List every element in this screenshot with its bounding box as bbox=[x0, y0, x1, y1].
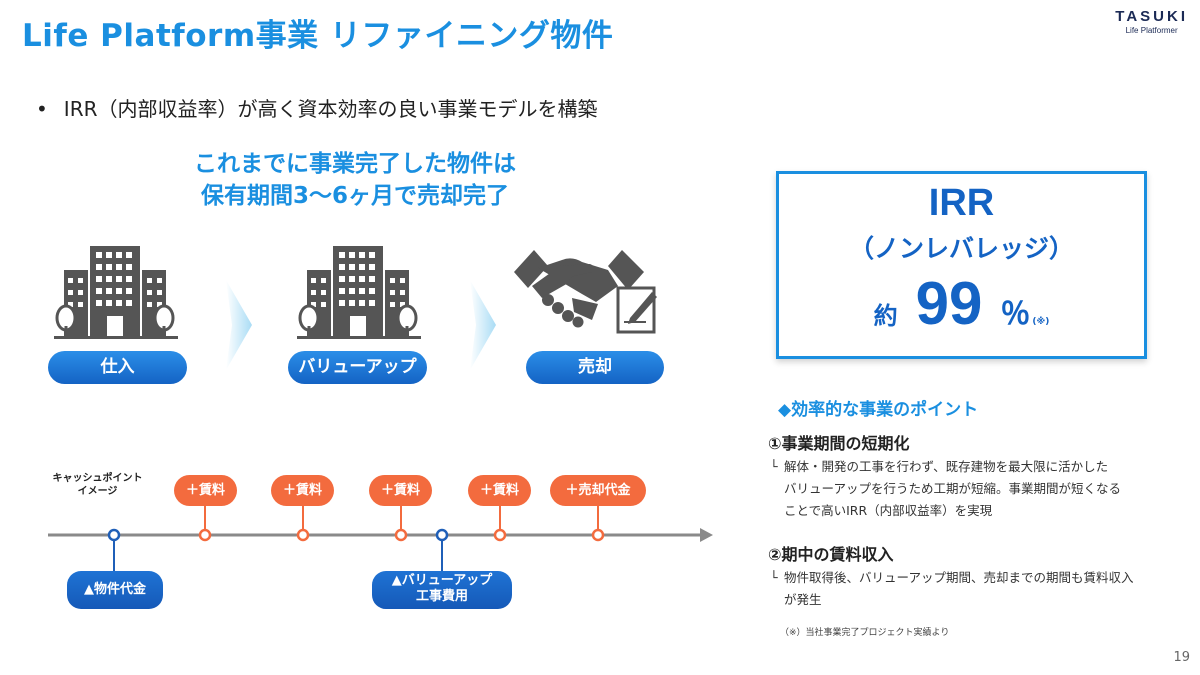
step-valueup-label: バリューアップ bbox=[288, 351, 427, 384]
cashflow-caption-line1: キャッシュポイント bbox=[52, 473, 143, 484]
income-rent-badge: ＋賃料 bbox=[468, 475, 531, 506]
step-sale-label: 売却 bbox=[526, 351, 664, 384]
income-rent-badge: ＋賃料 bbox=[369, 475, 432, 506]
income-rent-badge: ＋賃料 bbox=[271, 475, 334, 506]
income-sale-badge: ＋売却代金 bbox=[550, 475, 646, 506]
cost-purchase-badge: ▲物件代金 bbox=[67, 571, 163, 609]
building-icon bbox=[54, 246, 178, 339]
cost-point bbox=[107, 528, 121, 542]
point-1-title: ①事業期間の短期化 bbox=[768, 434, 910, 453]
point-1-line3: ことで高いIRR（内部収益率）を実現 bbox=[784, 503, 993, 518]
irr-note: (※) bbox=[1032, 317, 1050, 327]
irr-highlight-box: IRR （ノンレバレッジ） 約 99 ％(※) bbox=[776, 171, 1147, 359]
logo-main-text: TASUKI bbox=[1115, 8, 1188, 25]
cost-valueup-line1: ▲バリューアップ bbox=[391, 573, 493, 588]
point-1-body: └ 解体・開発の工事を行わず、既存建物を最大限に活かした バリューアップを行うため… bbox=[770, 456, 1121, 522]
chevron-right-icon bbox=[470, 280, 496, 370]
income-point bbox=[198, 528, 212, 542]
timeline-arrowhead bbox=[700, 528, 713, 542]
cost-point bbox=[435, 528, 449, 542]
point-1-line2: バリューアップを行うため工期が短縮。事業期間が短くなる bbox=[784, 481, 1122, 496]
headline-line1: これまでに事業完了した物件は bbox=[194, 151, 516, 177]
irr-value: 99 bbox=[915, 270, 983, 337]
cost-valueup-badge: ▲バリューアップ 工事費用 bbox=[372, 571, 512, 609]
page-number: 19 bbox=[1173, 650, 1190, 665]
income-point bbox=[296, 528, 310, 542]
cashflow-caption-line2: イメージ bbox=[77, 486, 118, 497]
income-rent-badge: ＋賃料 bbox=[174, 475, 237, 506]
income-point bbox=[493, 528, 507, 542]
bullet-point: • IRR（内部収益率）が高く資本効率の良い事業モデルを構築 bbox=[36, 93, 598, 122]
irr-subtitle: （ノンレバレッジ） bbox=[848, 234, 1074, 263]
irr-value-row: 約 99 ％(※) bbox=[779, 269, 1144, 338]
irr-prefix: 約 bbox=[873, 302, 898, 330]
point-1-line1: 解体・開発の工事を行わず、既存建物を最大限に活かした bbox=[784, 459, 1109, 474]
corner-bracket: └ bbox=[770, 570, 778, 585]
point-2-line2: が発生 bbox=[784, 592, 822, 607]
cost-valueup-line2: 工事費用 bbox=[415, 589, 468, 604]
irr-unit: ％ bbox=[1000, 297, 1031, 332]
chevron-right-icon bbox=[226, 280, 252, 370]
handshake-icon bbox=[514, 250, 657, 334]
point-2-line1: 物件取得後、バリューアップ期間、売却までの期間も賃料収入 bbox=[784, 570, 1134, 585]
step-purchase-label: 仕入 bbox=[48, 351, 187, 384]
irr-title: IRR bbox=[928, 182, 995, 224]
point-2-body: └ 物件取得後、バリューアップ期間、売却までの期間も賃料収入 が発生 bbox=[770, 567, 1134, 611]
points-heading: ◆効率的な事業のポイント bbox=[778, 400, 979, 420]
income-point bbox=[591, 528, 605, 542]
income-point bbox=[394, 528, 408, 542]
footnote: （※）当社事業完了プロジェクト実績より bbox=[780, 628, 950, 638]
corner-bracket: └ bbox=[770, 459, 778, 474]
headline-line2: 保有期間3～6ヶ月で売却完了 bbox=[200, 183, 509, 209]
cashflow-caption: キャッシュポイント イメージ bbox=[50, 472, 145, 498]
point-2-title: ②期中の賃料収入 bbox=[768, 545, 894, 564]
company-logo: TASUKI Life Platformer bbox=[1115, 8, 1188, 35]
building-icon bbox=[297, 246, 421, 339]
bullet-text: IRR（内部収益率）が高く資本効率の良い事業モデルを構築 bbox=[63, 97, 598, 121]
bullet-dot: • bbox=[36, 97, 48, 121]
holding-period-headline: これまでに事業完了した物件は 保有期間3～6ヶ月で売却完了 bbox=[150, 148, 560, 212]
logo-sub-text: Life Platformer bbox=[1125, 26, 1178, 35]
page-title: Life Platform事業 リファイニング物件 bbox=[22, 18, 614, 54]
